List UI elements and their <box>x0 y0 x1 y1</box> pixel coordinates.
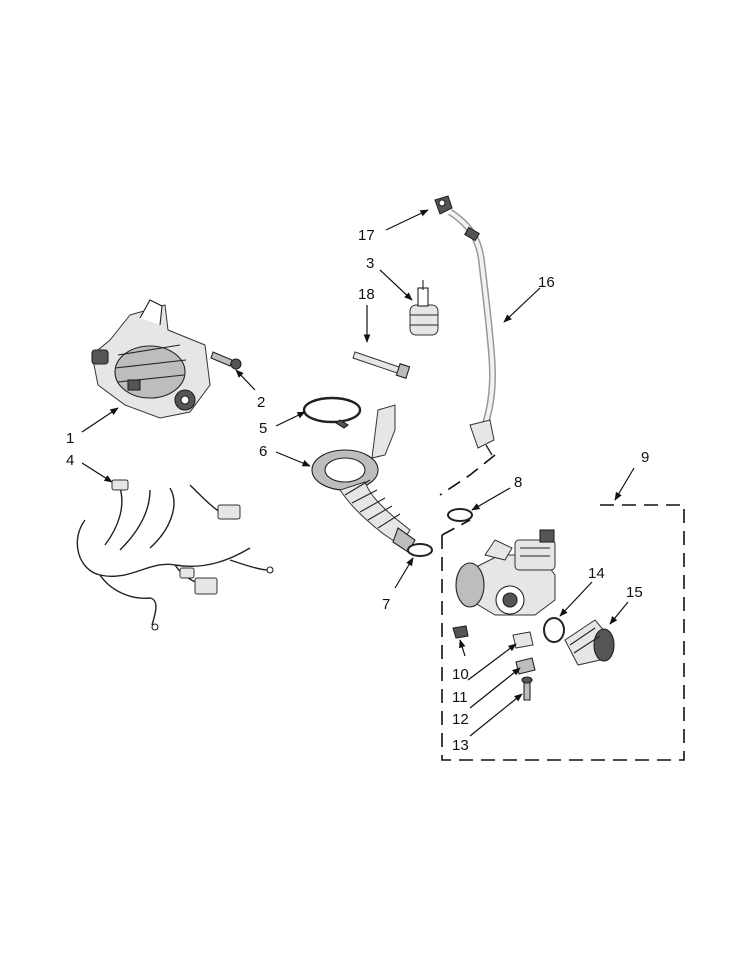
o-ring-part[interactable] <box>543 617 565 643</box>
drain-pump-part[interactable] <box>455 529 556 616</box>
callout-14: 14 <box>588 565 605 582</box>
hose-connector-part[interactable] <box>434 195 453 215</box>
callout-labels: 1 2 3 4 5 6 7 8 9 10 11 12 13 14 15 16 1… <box>66 227 649 754</box>
gasket-part-11[interactable] <box>512 631 534 649</box>
drain-hose-dash <box>439 454 496 496</box>
wire-harness-part[interactable] <box>76 479 274 631</box>
callout-6: 6 <box>259 443 267 460</box>
tub-pump-hose-part[interactable] <box>311 404 416 553</box>
hose-clamp-part-8[interactable] <box>447 508 473 522</box>
callout-16: 16 <box>538 274 555 291</box>
hose-clamp-part-7[interactable] <box>407 543 433 557</box>
callout-17: 17 <box>358 227 375 244</box>
pump-assembly-box <box>441 504 685 761</box>
screw-part-13[interactable] <box>521 676 533 701</box>
callout-10: 10 <box>452 666 469 683</box>
hose-clamp-part-5[interactable] <box>302 396 362 429</box>
callout-3: 3 <box>366 255 374 272</box>
pump-filter-part[interactable] <box>564 619 615 666</box>
callout-11: 11 <box>452 689 468 706</box>
callout-7: 7 <box>382 596 390 613</box>
callout-15: 15 <box>626 584 643 601</box>
callout-1: 1 <box>66 430 74 447</box>
callout-2: 2 <box>257 394 265 411</box>
motor-part[interactable] <box>91 299 211 419</box>
callout-5: 5 <box>259 420 267 437</box>
cable-tie-part[interactable] <box>352 351 411 379</box>
callout-9: 9 <box>641 449 649 466</box>
clip-part-10[interactable] <box>452 625 469 639</box>
callout-13: 13 <box>452 737 469 754</box>
callout-12: 12 <box>452 711 469 728</box>
screw-part-2[interactable] <box>210 351 242 370</box>
bracket-part-12[interactable] <box>515 657 536 675</box>
callout-4: 4 <box>66 452 74 469</box>
leader-lines <box>81 209 635 737</box>
drain-hose-part[interactable] <box>448 209 496 456</box>
callout-18: 18 <box>358 286 375 303</box>
callout-8: 8 <box>514 474 522 491</box>
pressure-dome-part[interactable] <box>409 280 439 336</box>
